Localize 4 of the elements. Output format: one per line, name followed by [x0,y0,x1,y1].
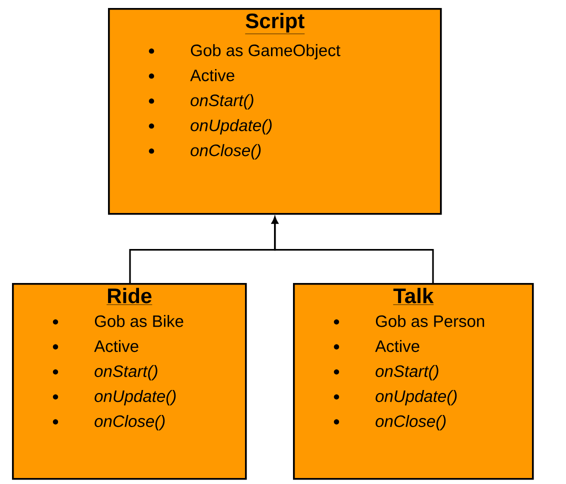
class-box: Talk Gob as Person Active onStart() onUpdate() onClose() [293,283,534,480]
class-box: Ride Gob as Bike Active onStart() onUpdate() onClose() [12,283,247,480]
arrow [272,216,434,283]
class-box: Script Gob as GameObject Active onStart() onUpdate() onClose() [108,8,442,215]
